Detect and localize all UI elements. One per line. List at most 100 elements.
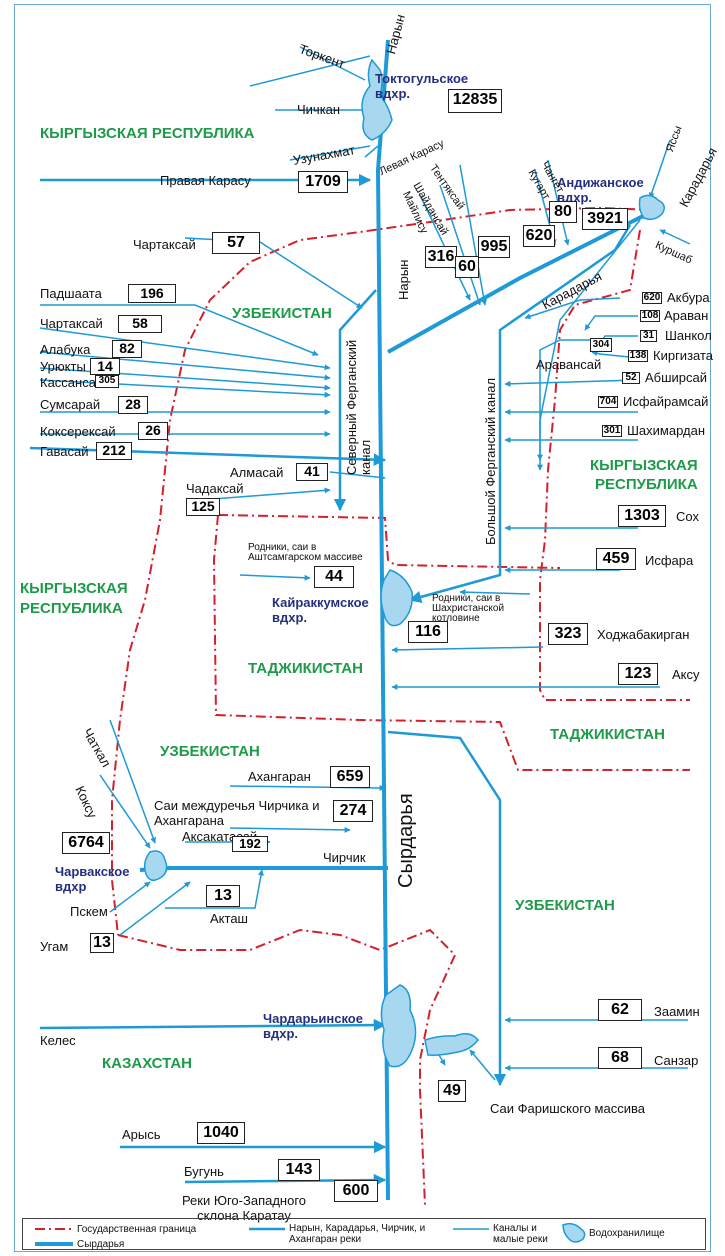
pravaya-karasu-label: Правая Карасу <box>160 173 251 188</box>
farish-reservoir <box>424 1033 479 1056</box>
springs-shakhristan-label: Родники, саи в Шахристанской котловине <box>432 593 505 624</box>
legend-border-label: Государственная граница <box>77 1224 197 1235</box>
aktash-value: 13 <box>206 885 240 907</box>
canals <box>29 173 632 1187</box>
reservoirs <box>143 58 665 1068</box>
map-frame <box>14 4 711 1252</box>
zaamin-label: Заамин <box>654 1004 700 1019</box>
alabuka-label: Алабука <box>40 342 91 357</box>
chichkan-label: Чичкан <box>297 102 341 117</box>
arys-label: Арысь <box>122 1127 161 1142</box>
country-kyrgyz-east-1: КЫРГЫЗСКАЯ <box>590 457 698 474</box>
bugun-label: Бугунь <box>184 1164 224 1179</box>
aravansay-value: 304 <box>590 338 612 352</box>
toktogul-volume: 12835 <box>448 89 502 113</box>
abshirsay-label: Абширсай <box>645 370 708 385</box>
kairakkum-reservoir <box>380 569 413 627</box>
ugam-value: 13 <box>90 933 114 953</box>
kirgizata-value: 138 <box>628 350 648 362</box>
aktash-label: Акташ <box>210 911 248 926</box>
kirgizata-label: Киргизата <box>653 348 714 363</box>
kokserek-label: Коксерексай <box>40 424 116 439</box>
isfayram-value: 704 <box>598 396 618 408</box>
legend-reservoir-label: Водохранилище <box>589 1228 665 1239</box>
isfara-label: Исфара <box>645 553 694 568</box>
toktogul-reservoir <box>361 58 393 141</box>
andijan-volume: 3921 <box>582 208 628 230</box>
padshaata-label: Падшаата <box>40 286 102 301</box>
naryn-label: Нарын <box>396 259 411 300</box>
aravan-value: 108 <box>640 310 660 322</box>
abshirsay-value: 52 <box>622 372 640 384</box>
pskem-label: Пскем <box>70 904 108 919</box>
country-kazakhstan: КАЗАХСТАН <box>102 1055 192 1072</box>
almasay-value: 41 <box>296 463 328 481</box>
big-canal-label: Большой Ферганский канал <box>483 377 498 545</box>
farish-value: 49 <box>438 1080 466 1102</box>
chadaksay-label: Чадаксай <box>186 481 244 496</box>
tentyak-value: 995 <box>478 236 510 258</box>
kairakkum-volume: 44 <box>314 566 354 588</box>
zaamin-value: 62 <box>598 999 642 1021</box>
chartaksay-58-label: Чартаксай <box>40 316 103 331</box>
shakhimardan-label: Шахимардан <box>627 423 705 438</box>
country-kyrgyz-west-2: РЕСПУБЛИКА <box>20 600 123 617</box>
keles-label: Келес <box>40 1033 76 1048</box>
country-tajikistan-center: ТАДЖИКИСТАН <box>248 660 363 677</box>
country-kyrgyz-east-2: РЕСПУБЛИКА <box>595 476 698 493</box>
uryukty-value: 14 <box>90 358 120 375</box>
karatau-value: 600 <box>334 1180 378 1202</box>
country-kyrgyz-west-1: КЫРГЫЗСКАЯ <box>20 580 128 597</box>
isfara-value: 459 <box>596 548 636 570</box>
isfayram-label: Исфайрамсай <box>623 394 709 409</box>
state-borders <box>111 206 690 1206</box>
springs-ashtsamgar-label: Родники, саи в Аштсамгарском массиве <box>248 542 363 563</box>
legend-syrdarya-label: Сырдарья <box>77 1239 125 1250</box>
aksu-label: Аксу <box>672 667 700 682</box>
akbura-value: 620 <box>642 292 662 304</box>
map-legend: Государственная граница Сырдарья Нарын, … <box>22 1218 706 1250</box>
shankol-label: Шанкол <box>665 328 712 343</box>
shakhimardan-value: 301 <box>602 425 622 437</box>
legend-small-label: Каналы и малые реки <box>493 1223 548 1245</box>
kugart-620-value: 620 <box>523 225 555 247</box>
akhangaran-value: 659 <box>330 766 370 788</box>
chartaksay-57-value: 57 <box>212 232 260 254</box>
country-uzbekistan-north: УЗБЕКИСТАН <box>232 305 332 322</box>
aksu-value: 123 <box>618 663 658 685</box>
sanzar-value: 68 <box>598 1047 642 1069</box>
sai-mezhdurechya-value: 274 <box>333 800 373 822</box>
hodjabakirgan-label: Ходжабакирган <box>597 627 690 642</box>
shaydan-value: 60 <box>455 256 479 278</box>
padshaata-value: 196 <box>128 284 176 303</box>
chartaksay-58-value: 58 <box>118 315 162 333</box>
hodjabakirgan-value: 323 <box>548 623 588 645</box>
pravaya-karasu-value: 1709 <box>298 171 348 193</box>
country-tajikistan-east: ТАДЖИКИСТАН <box>550 726 665 743</box>
gavasay-label: Гавасай <box>40 444 89 459</box>
kassansay-value: 305 <box>95 375 119 388</box>
farish-label: Саи Фаришского массива <box>490 1101 645 1116</box>
chardara-reservoir <box>380 984 417 1068</box>
charvak-volume: 6764 <box>62 832 110 854</box>
legend-main-label: Нарын, Карадарья, Чирчик, и Ахангаран ре… <box>289 1223 426 1245</box>
country-uzbekistan-south: УЗБЕКИСТАН <box>515 897 615 914</box>
almasay-label: Алмасай <box>230 465 284 480</box>
gavasay-value: 212 <box>96 442 132 460</box>
ugam-label: Угам <box>40 939 69 954</box>
aksakatasay-value: 192 <box>232 836 268 852</box>
sokh-value: 1303 <box>618 505 666 527</box>
country-kyrgyz-top: КЫРГЫЗСКАЯ РЕСПУБЛИКА <box>40 125 255 142</box>
sumsaray-label: Сумсарай <box>40 397 101 412</box>
andijan-reservoir <box>638 194 665 221</box>
chartaksay-57-label: Чартаксай <box>133 237 196 252</box>
chadaksay-value: 125 <box>186 498 220 516</box>
kassansay-label: Кассансай <box>40 375 104 390</box>
sai-mezhdurechya-label: Саи междуречья Чирчика и Ахангарана <box>154 798 320 828</box>
akhangaran-label: Ахангаран <box>248 769 311 784</box>
arys-value: 1040 <box>197 1122 245 1144</box>
sokh-label: Сох <box>676 509 699 524</box>
